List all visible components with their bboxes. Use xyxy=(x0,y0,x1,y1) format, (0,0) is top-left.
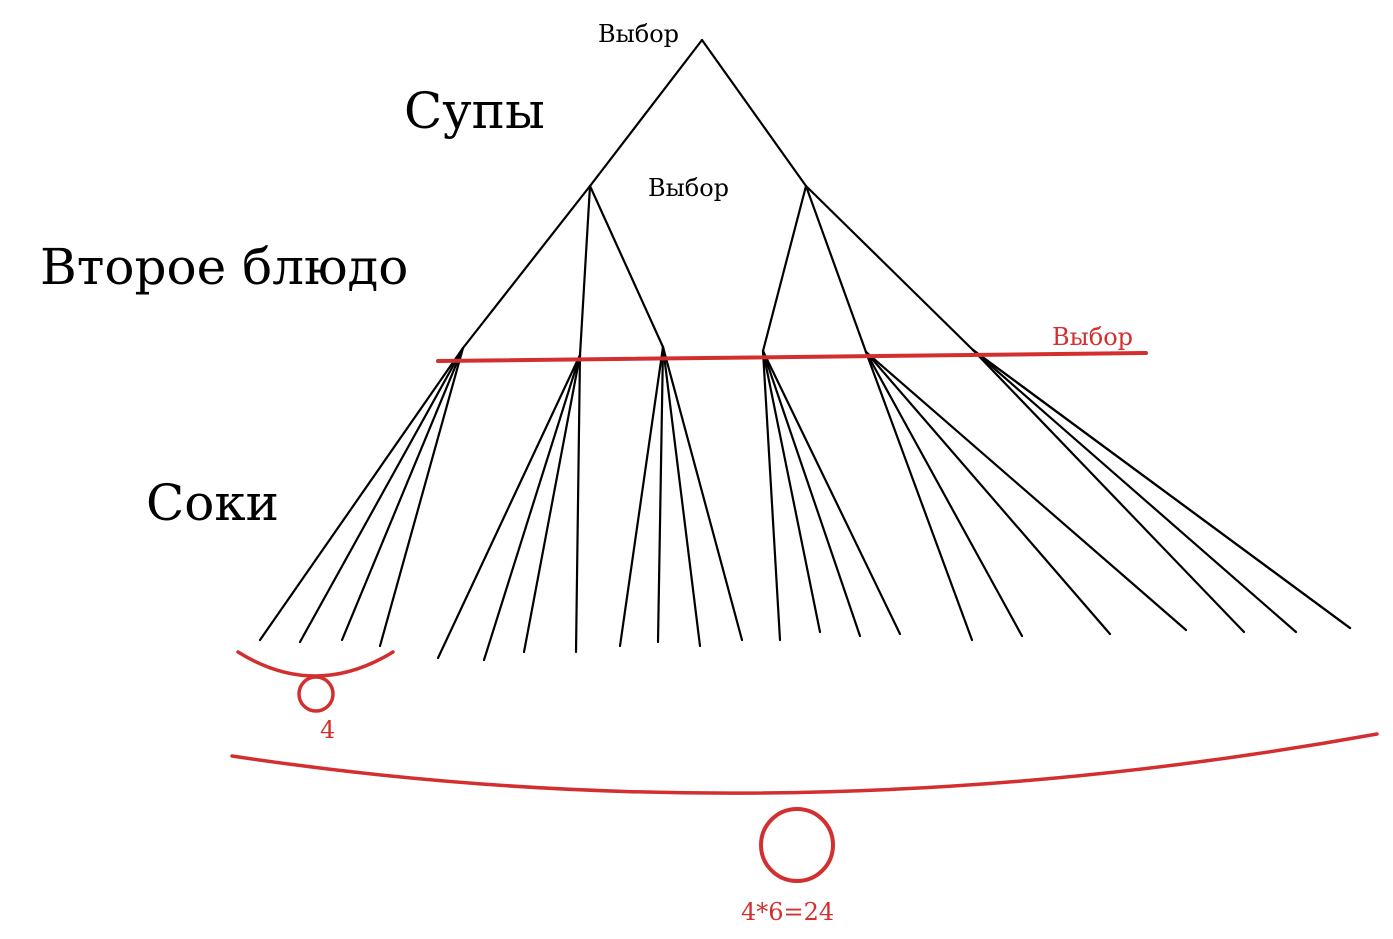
group-arc xyxy=(236,650,395,678)
juice-branch-5-3 xyxy=(864,350,1112,636)
group-circle xyxy=(297,675,335,713)
juice-branch-2-2 xyxy=(482,353,582,662)
second-choice-label: Выбор xyxy=(648,174,729,202)
main-course-branch-6 xyxy=(804,184,975,352)
main-course-branch-4 xyxy=(761,184,808,353)
main-course-branch-1 xyxy=(461,184,592,350)
juices-label: Соки xyxy=(146,474,279,532)
juice-branch-3-3 xyxy=(661,345,702,648)
juice-branch-4-3 xyxy=(761,349,862,638)
juice-branch-1-4 xyxy=(378,346,465,648)
soups-label: Супы xyxy=(404,82,545,140)
juice-branch-6-1 xyxy=(971,348,1246,634)
juice-branch-2-1 xyxy=(436,353,582,660)
tree-lines xyxy=(258,38,1352,662)
top-choice-label: Выбор xyxy=(598,20,679,48)
juice-branch-3-2 xyxy=(656,345,665,644)
total-arc xyxy=(230,732,1379,795)
main-course-branch-5 xyxy=(804,184,868,354)
juice-branch-1-3 xyxy=(340,346,465,642)
juice-branch-6-2 xyxy=(971,348,1298,634)
juice-branch-5-2 xyxy=(864,350,1024,638)
total-formula-label: 4*6=24 xyxy=(741,898,835,926)
juice-branch-2-3 xyxy=(522,353,582,654)
juice-branch-3-4 xyxy=(661,345,744,642)
total-circle xyxy=(759,807,835,883)
annotations xyxy=(230,351,1379,883)
juice-branch-5-1 xyxy=(864,350,974,642)
main-course-label: Второе блюдо xyxy=(40,238,409,296)
juice-branch-4-2 xyxy=(761,349,822,634)
juice-branch-5-4 xyxy=(864,350,1188,632)
soup-branch-1 xyxy=(588,38,704,188)
juice-branch-1-1 xyxy=(258,346,465,642)
main-course-branch-3 xyxy=(588,184,665,349)
juice-branch-6-4 xyxy=(971,348,1352,630)
juice-branch-2-4 xyxy=(574,353,582,654)
third-choice-label: Выбор xyxy=(1052,323,1133,351)
juice-branch-4-1 xyxy=(761,349,782,642)
group-count-label: 4 xyxy=(320,716,336,744)
choice-level-line xyxy=(436,351,1148,363)
main-course-branch-2 xyxy=(578,184,592,357)
juice-branch-3-1 xyxy=(618,345,665,648)
juice-branch-4-4 xyxy=(761,349,902,636)
soup-branch-2 xyxy=(700,38,808,188)
juice-branch-1-2 xyxy=(298,346,465,644)
